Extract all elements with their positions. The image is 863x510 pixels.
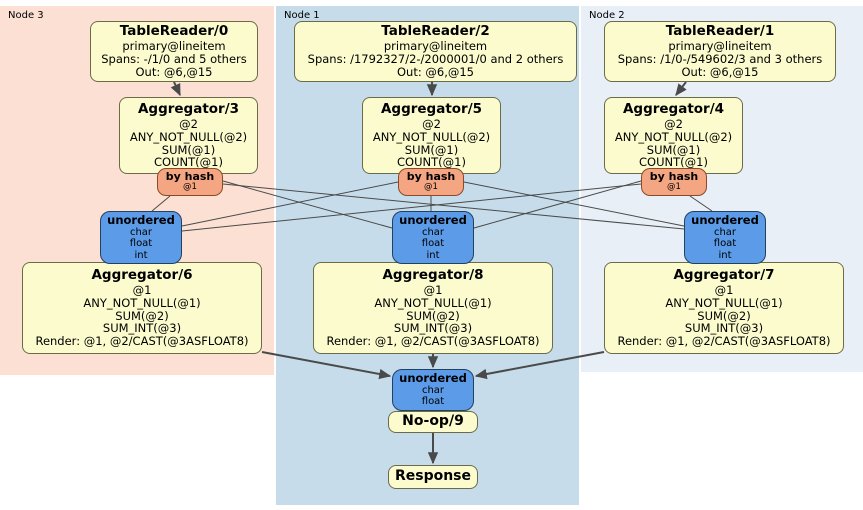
node-detail-line: Out: @6,@15 <box>135 64 213 79</box>
node-title: by hash <box>406 170 456 184</box>
node-detail-line: SUM_INT(@3) <box>684 321 764 336</box>
node-panel-label: Node 1 <box>284 10 320 21</box>
node-detail-line: SUM(@2) <box>115 308 169 323</box>
node-title: by hash <box>649 170 699 184</box>
node-detail-line: SUM_INT(@3) <box>393 321 473 336</box>
node-detail-line: float <box>421 396 445 408</box>
node-no-op-9[interactable]: No-op/9 <box>388 411 478 433</box>
node-detail-line: Spans: /1/0-/549602/3 and 3 others <box>617 52 823 67</box>
node-title: unordered <box>691 213 759 228</box>
node-detail-line: @2 <box>422 116 441 131</box>
node-detail-line: @2 <box>664 116 683 131</box>
node-detail-line: int <box>134 249 148 261</box>
node-title: No-op/9 <box>402 412 464 429</box>
node-panel-label: Node 2 <box>589 10 625 21</box>
node-title: unordered <box>107 213 175 228</box>
node-title: TableReader/2 <box>381 23 490 40</box>
node-detail-line: SUM_INT(@3) <box>102 321 182 336</box>
node-detail-line: @1 <box>132 282 152 297</box>
node-title: Aggregator/3 <box>137 100 240 117</box>
node-title: TableReader/1 <box>665 23 775 40</box>
node-title: Aggregator/4 <box>622 100 725 117</box>
node-title: Aggregator/7 <box>673 266 775 283</box>
node-detail-line: float <box>129 238 153 250</box>
node-by-hash-3[interactable]: by hash@1 <box>157 168 223 196</box>
node-detail-line: char <box>421 227 445 239</box>
node-detail-line: Render: @1, @2/CAST(@3ASFLOAT8) <box>326 334 540 349</box>
node-detail-line: int <box>426 249 440 261</box>
node-by-hash-4[interactable]: by hash@1 <box>641 168 707 196</box>
node-title: Response <box>394 467 472 484</box>
node-title: unordered <box>399 371 467 386</box>
node-detail-line: float <box>713 238 737 250</box>
node-detail-line: @1 <box>183 182 197 193</box>
node-detail-line: int <box>718 249 732 261</box>
node-detail-line: ANY_NOT_NULL(@2) <box>614 129 733 144</box>
node-detail-line: ANY_NOT_NULL(@2) <box>129 129 248 144</box>
node-detail-line: ANY_NOT_NULL(@1) <box>665 295 783 310</box>
node-detail-line: ANY_NOT_NULL(@1) <box>83 295 201 310</box>
node-title: Aggregator/5 <box>380 100 483 117</box>
node-detail-line: ANY_NOT_NULL(@2) <box>372 129 491 144</box>
node-detail-line: Out: @6,@15 <box>397 64 474 79</box>
node-detail-line: Spans: /1792327/2-/2000001/0 and 2 other… <box>307 52 564 67</box>
node-detail-line: char <box>713 227 737 239</box>
node-detail-line: SUM(@1) <box>646 142 701 157</box>
node-title: Aggregator/6 <box>91 266 193 283</box>
node-detail-line: ANY_NOT_NULL(@1) <box>374 295 492 310</box>
node-title: unordered <box>399 213 467 228</box>
node-detail-line: SUM(@1) <box>161 142 216 157</box>
node-detail-line: @1 <box>423 282 443 297</box>
node-detail-line: @1 <box>667 182 681 193</box>
node-detail-line: char <box>129 227 153 239</box>
node-title: Aggregator/8 <box>382 266 484 283</box>
node-detail-line: Spans: -/1/0 and 5 others <box>101 52 247 67</box>
node-detail-line: @1 <box>714 282 734 297</box>
node-response[interactable]: Response <box>388 465 478 489</box>
node-panel-label: Node 3 <box>8 10 44 21</box>
node-title: TableReader/0 <box>119 23 229 40</box>
node-detail-line: @2 <box>179 116 198 131</box>
node-detail-line: Out: @6,@15 <box>681 64 759 79</box>
node-detail-line: COUNT(@1) <box>397 155 466 170</box>
node-detail-line: COUNT(@1) <box>154 155 223 170</box>
node-detail-line: float <box>421 238 445 250</box>
node-detail-line: Render: @1, @2/CAST(@3ASFLOAT8) <box>617 334 831 349</box>
node-detail-line: primary@lineitem <box>383 39 488 54</box>
node-detail-line: @1 <box>424 182 438 193</box>
node-detail-line: COUNT(@1) <box>639 155 708 170</box>
node-detail-line: SUM(@2) <box>697 308 751 323</box>
node-detail-line: char <box>421 385 445 397</box>
node-detail-line: SUM(@2) <box>406 308 460 323</box>
node-detail-line: Render: @1, @2/CAST(@3ASFLOAT8) <box>35 334 249 349</box>
node-detail-line: primary@lineitem <box>122 39 226 54</box>
node-by-hash-5[interactable]: by hash@1 <box>398 168 464 196</box>
node-title: by hash <box>165 170 215 184</box>
node-detail-line: primary@lineitem <box>668 39 772 54</box>
node-detail-line: SUM(@1) <box>404 142 459 157</box>
